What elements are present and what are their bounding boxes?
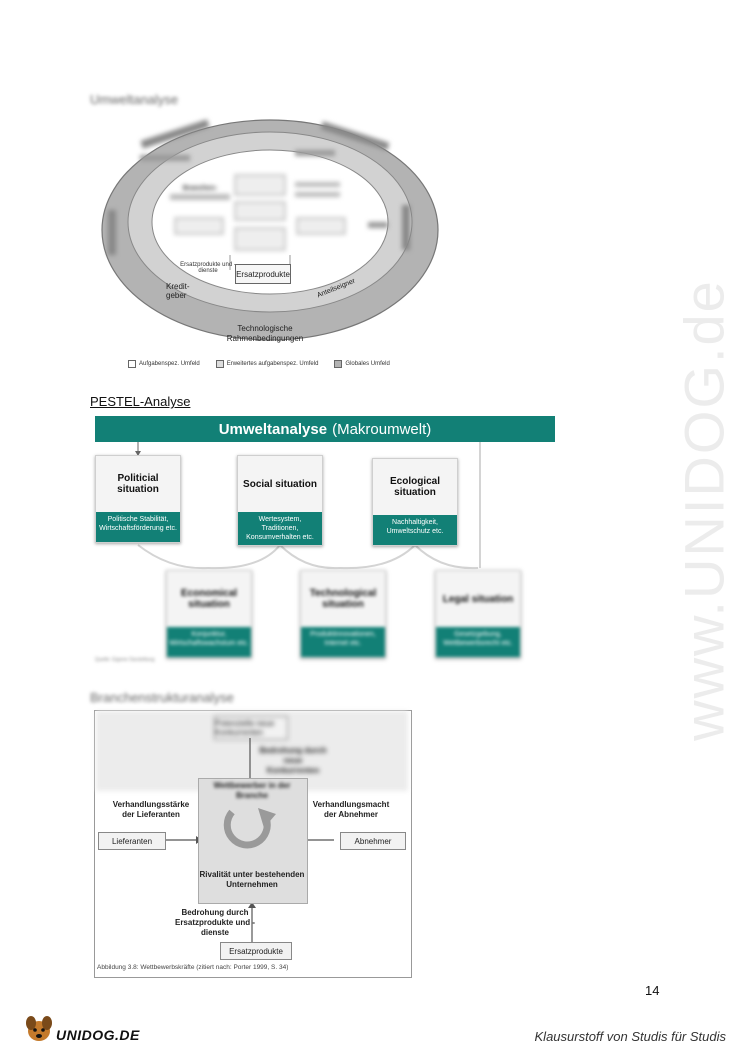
pestel-label-ecological: Ecological situation <box>389 476 440 498</box>
pestel-desc-technological: Produktinnovationen, Internet etc. <box>301 627 385 657</box>
pestel-source: Quelle: Eigene Darstellung <box>95 657 155 663</box>
footer-tagline: Klausurstoff von Studis für Studis <box>534 1029 726 1044</box>
environment-ellipse-diagram: Branchen- <box>101 119 439 341</box>
pestel-banner-light: (Makroumwelt) <box>332 420 432 438</box>
section-heading-pestel: PESTEL-Analyse <box>90 394 191 409</box>
pestel-connectors <box>135 442 481 570</box>
substitutes-box: Ersatzprodukte <box>235 264 291 284</box>
pestel-label-technological: Technological situation <box>309 588 377 610</box>
pestel-desc-economical: Konjunktur, Wirtschaftswachstum etc. <box>167 627 251 657</box>
pestel-label-economical: Economical situation <box>180 588 238 610</box>
pestel-desc-legal: Gesetzgebung, Wettbewerbsrecht etc. <box>436 627 520 657</box>
pestel-desc-ecological: Nachhaltigkeit, Umweltschutz etc. <box>373 515 457 545</box>
porter-new-entrants-box: Potenzielle neue Konkurrenten <box>214 716 288 740</box>
legend-item-3: Globales Umfeld <box>334 360 390 368</box>
porter-buyers-box: Abnehmer <box>340 832 406 850</box>
section-heading-umweltanalyse: Umweltanalyse <box>90 92 179 107</box>
porter-substitutes-box: Ersatzprodukte <box>220 942 292 960</box>
pestel-box-technological: Technological situation Produktinnovatio… <box>300 570 386 658</box>
svg-text:Branchen-: Branchen- <box>183 185 218 192</box>
porter-buyer-power: Verhandlungsmacht der Abnehmer <box>312 800 390 819</box>
rivalry-cycle-icon <box>223 808 276 849</box>
pestel-desc-social: Wertesystem, Traditionen, Konsumverhalte… <box>238 512 322 545</box>
dog-logo-icon <box>26 1016 52 1041</box>
unidog-logo-text: UNIDOG.DE <box>56 1027 140 1043</box>
substitutes-small-label: Ersatzprodukte und -dienste <box>180 262 236 274</box>
pestel-box-political: Politicial situation Politische Stabilit… <box>95 455 181 543</box>
pestel-box-social: Social situation Wertesystem, Traditione… <box>237 455 323 546</box>
porter-center-title: Wettbewerber in der Branche <box>213 781 291 800</box>
pestel-desc-political: Politische Stabilität, Wirtschaftsförder… <box>96 512 180 542</box>
pestel-box-economical: Economical situation Konjunktur, Wirtsch… <box>166 570 252 658</box>
section-heading-branchen: Branchenstrukturanalyse <box>90 690 234 705</box>
technology-label: Technologische Rahmenbedingungen <box>226 324 304 343</box>
porter-caption: Abbildung 3.8: Wettbewerbskräfte (zitier… <box>97 964 289 971</box>
pestel-label-political: Politicial situation <box>117 473 159 495</box>
pestel-label-social: Social situation <box>243 478 317 490</box>
porter-threat-new: Bedrohung durch neue Konkurrenten <box>259 746 327 775</box>
porter-suppliers-box: Lieferanten <box>98 832 166 850</box>
pestel-banner: Umweltanalyse (Makroumwelt) <box>95 416 555 442</box>
creditors-label: Kredit- geber <box>166 282 190 300</box>
porter-rivalry: Rivalität unter bestehenden Unternehmen <box>199 870 305 889</box>
environment-legend: Aufgabenspez. Umfeld Erweitertes aufgabe… <box>128 360 390 368</box>
legend-item-1: Aufgabenspez. Umfeld <box>128 360 200 368</box>
pestel-box-ecological: Ecological situation Nachhaltigkeit, Umw… <box>372 458 458 546</box>
pestel-banner-bold: Umweltanalyse <box>218 420 328 438</box>
page-number: 14 <box>645 983 660 998</box>
porter-threat-substitutes: Bedrohung durch Ersatzprodukte und -dien… <box>174 908 255 937</box>
watermark: www.UNIDOG.de <box>672 279 736 741</box>
legend-item-2: Erweitertes aufgabenspez. Umfeld <box>215 360 318 368</box>
pestel-label-legal: Legal situation <box>442 593 514 605</box>
porter-supplier-power: Verhandlungsstärke der Lieferanten <box>112 800 190 819</box>
pestel-box-legal: Legal situation Gesetzgebung, Wettbewerb… <box>435 570 521 658</box>
